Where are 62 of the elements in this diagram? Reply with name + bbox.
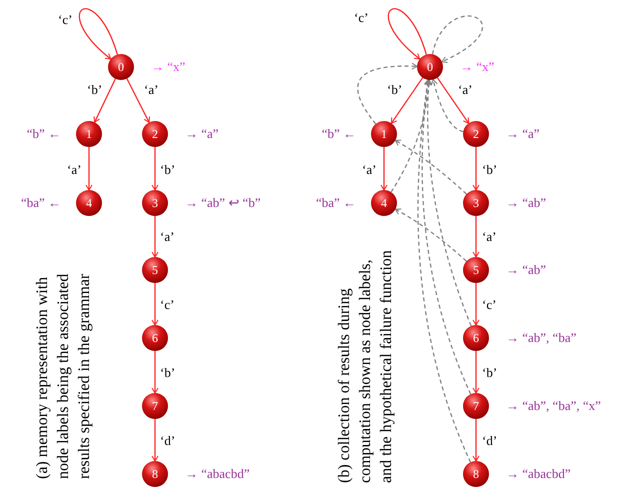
output-label: → “x” bbox=[151, 60, 186, 73]
output-label: → “a” bbox=[185, 127, 219, 140]
arrow bbox=[152, 283, 158, 326]
dashed-arrow bbox=[390, 79, 432, 192]
dashed-arrow bbox=[357, 62, 418, 124]
output-label: → “ab”, “ba” bbox=[506, 331, 576, 344]
edge-label: ‘c’ bbox=[354, 11, 368, 24]
arrow bbox=[436, 77, 470, 124]
arrow bbox=[86, 147, 92, 190]
dashed-arrow bbox=[432, 15, 484, 63]
arrow bbox=[472, 419, 480, 462]
arrow bbox=[390, 77, 424, 124]
output-label: “b” ← bbox=[322, 127, 356, 140]
edge-label: ‘b’ bbox=[160, 163, 176, 176]
output-label: → “ab” bbox=[506, 196, 546, 209]
edge-label: ‘d’ bbox=[160, 434, 176, 447]
arrow bbox=[388, 8, 427, 60]
edge-label: ‘b’ bbox=[482, 163, 498, 176]
arrow bbox=[152, 147, 158, 190]
dashed-arrow bbox=[430, 79, 464, 132]
output-label: “ba” ← bbox=[20, 196, 61, 209]
edge-label: ‘a’ bbox=[458, 83, 472, 96]
edge-label: ‘d’ bbox=[482, 434, 498, 447]
edge-label: ‘b’ bbox=[87, 83, 102, 96]
edge-label: ‘c’ bbox=[482, 298, 496, 311]
caption: (a) memory representation with node labels being the associated results specified in the grammar bbox=[33, 272, 94, 479]
arrow bbox=[152, 419, 158, 462]
arrow bbox=[472, 216, 480, 258]
caption: (b) collection of results during computation shown as node labels, and the hypothetical failure function bbox=[335, 249, 396, 483]
arrow bbox=[472, 351, 480, 394]
output-label: “b” ← bbox=[26, 127, 61, 140]
edge-label: ‘a’ bbox=[160, 230, 174, 243]
dashed-arrow bbox=[418, 79, 472, 462]
dashed-arrow bbox=[422, 79, 472, 394]
arrow bbox=[79, 8, 118, 60]
edge-label: ‘b’ bbox=[482, 366, 498, 379]
arrow bbox=[152, 351, 158, 394]
edge-label: ‘a’ bbox=[67, 163, 82, 176]
edge-label: ‘c’ bbox=[160, 298, 174, 311]
output-label: → “abacbd” bbox=[506, 467, 571, 480]
dashed-arrow bbox=[394, 140, 467, 195]
output-label: → “ab” bbox=[506, 263, 546, 276]
output-label: “ba” ← bbox=[316, 196, 356, 209]
arrow bbox=[380, 147, 388, 190]
edge-label: ‘b’ bbox=[387, 83, 402, 96]
edge-label: ‘c’ bbox=[58, 13, 72, 26]
output-label: → “ab”, “ba”, “x” bbox=[506, 399, 601, 412]
edge-label: ‘b’ bbox=[160, 366, 176, 379]
arrow bbox=[126, 78, 150, 123]
arrow bbox=[472, 147, 480, 190]
edge-label: ‘a’ bbox=[482, 230, 496, 243]
output-label: → “abacbd” bbox=[185, 467, 250, 480]
arrow bbox=[472, 283, 480, 326]
dashed-arrow bbox=[425, 79, 472, 326]
output-label: → “x” bbox=[460, 60, 494, 73]
edge-label: ‘a’ bbox=[144, 83, 158, 96]
arrow bbox=[94, 78, 116, 123]
arrow bbox=[152, 216, 158, 258]
dashed-arrow bbox=[394, 208, 467, 262]
output-label: → “ab” ↩ “b” bbox=[185, 196, 261, 209]
edge-label: ‘a’ bbox=[362, 163, 376, 176]
output-label: → “a” bbox=[506, 127, 540, 140]
